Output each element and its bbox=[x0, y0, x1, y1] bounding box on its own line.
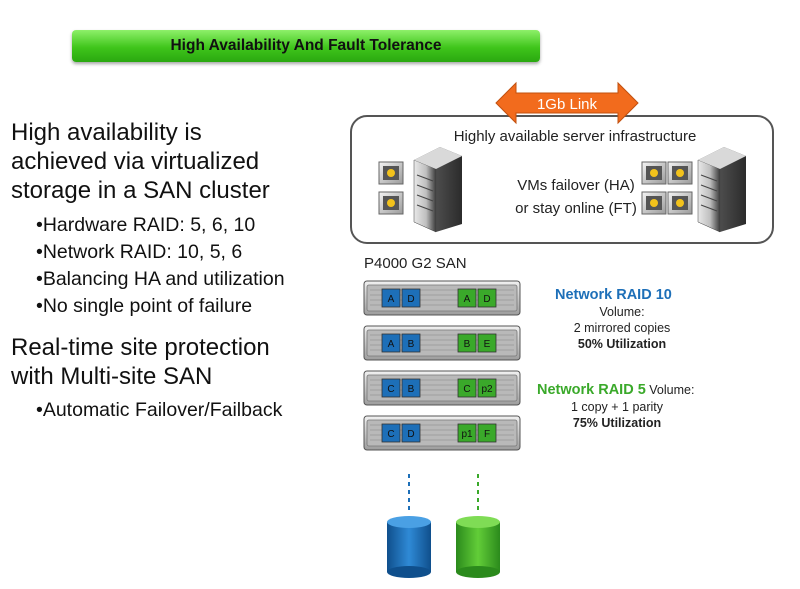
raid10-volume: Volume: bbox=[599, 305, 645, 319]
blue-data-block: D bbox=[401, 288, 421, 308]
heading-line-1: High availability is bbox=[11, 119, 202, 146]
raid10-copies: 2 mirrored copies bbox=[573, 321, 671, 335]
page-title: High Availability And Fault Tolerance bbox=[170, 37, 442, 54]
title-banner: High Availability And Fault Tolerance bbox=[72, 30, 540, 62]
raid5-title: Network RAID 5 bbox=[537, 382, 646, 398]
green-data-block: p2 bbox=[477, 378, 497, 398]
blue-volume-icon bbox=[387, 516, 431, 578]
raid5-volume: Volume: bbox=[645, 383, 695, 397]
block-label: B bbox=[408, 384, 415, 395]
bullet-hardware-raid: •Hardware RAID: 5, 6, 10 bbox=[36, 214, 256, 236]
vm-line-2: or stay online (FT) bbox=[515, 200, 637, 217]
green-data-block: p1 bbox=[457, 423, 477, 443]
block-label: D bbox=[483, 294, 490, 305]
heading-line-3: storage in a SAN cluster bbox=[11, 177, 270, 204]
server-right-icon bbox=[697, 147, 746, 233]
green-data-block: F bbox=[477, 423, 497, 443]
vm-line-1: VMs failover (HA) bbox=[517, 177, 635, 194]
green-data-block: A bbox=[457, 288, 477, 308]
blue-data-block: B bbox=[401, 333, 421, 353]
vm-icons-right bbox=[641, 161, 693, 215]
raid5-utilization: 75% Utilization bbox=[572, 416, 662, 430]
server-left-icon bbox=[413, 147, 462, 233]
block-label: A bbox=[388, 294, 395, 305]
blue-data-block: C bbox=[381, 423, 401, 443]
green-volume-icon bbox=[456, 516, 500, 578]
block-label: C bbox=[387, 429, 394, 440]
raid5-title-row: Network RAID 5 Volume: bbox=[537, 381, 694, 399]
blue-data-block: A bbox=[381, 333, 401, 353]
block-label: p2 bbox=[481, 384, 493, 395]
raid10-title: Network RAID 10 bbox=[555, 287, 672, 303]
block-label: A bbox=[388, 339, 395, 350]
bullet-network-raid: •Network RAID: 10, 5, 6 bbox=[36, 241, 243, 263]
vm-icons-left bbox=[378, 161, 404, 215]
block-label: C bbox=[387, 384, 394, 395]
bullet-no-spof: •No single point of failure bbox=[36, 295, 253, 317]
heading-line-2: achieved via virtualized bbox=[11, 148, 260, 175]
green-data-block: E bbox=[477, 333, 497, 353]
raid5-parity: 1 copy + 1 parity bbox=[570, 400, 664, 414]
raid10-utilization: 50% Utilization bbox=[577, 337, 667, 351]
blue-data-block: A bbox=[381, 288, 401, 308]
bullet-failover: •Automatic Failover/Failback bbox=[36, 399, 283, 421]
blue-data-block: D bbox=[401, 423, 421, 443]
block-label: E bbox=[484, 339, 491, 350]
block-label: A bbox=[464, 294, 471, 305]
blue-data-block: B bbox=[401, 378, 421, 398]
block-label: F bbox=[484, 429, 490, 440]
infra-title: Highly available server infrastructure bbox=[454, 128, 697, 145]
block-label: B bbox=[464, 339, 471, 350]
heading2-line-2: with Multi-site SAN bbox=[11, 363, 213, 390]
blue-data-block: C bbox=[381, 378, 401, 398]
bullet-balancing: •Balancing HA and utilization bbox=[36, 268, 285, 290]
link-label: 1Gb Link bbox=[537, 96, 598, 113]
block-label: B bbox=[408, 339, 415, 350]
green-data-block: D bbox=[477, 288, 497, 308]
block-label: D bbox=[407, 429, 414, 440]
green-data-block: B bbox=[457, 333, 477, 353]
link-arrow bbox=[495, 81, 639, 125]
block-label: C bbox=[463, 384, 470, 395]
block-label: p1 bbox=[461, 429, 473, 440]
block-label: D bbox=[407, 294, 414, 305]
san-label: P4000 G2 SAN bbox=[364, 255, 467, 272]
green-data-block: C bbox=[457, 378, 477, 398]
heading2-line-1: Real-time site protection bbox=[11, 334, 270, 361]
